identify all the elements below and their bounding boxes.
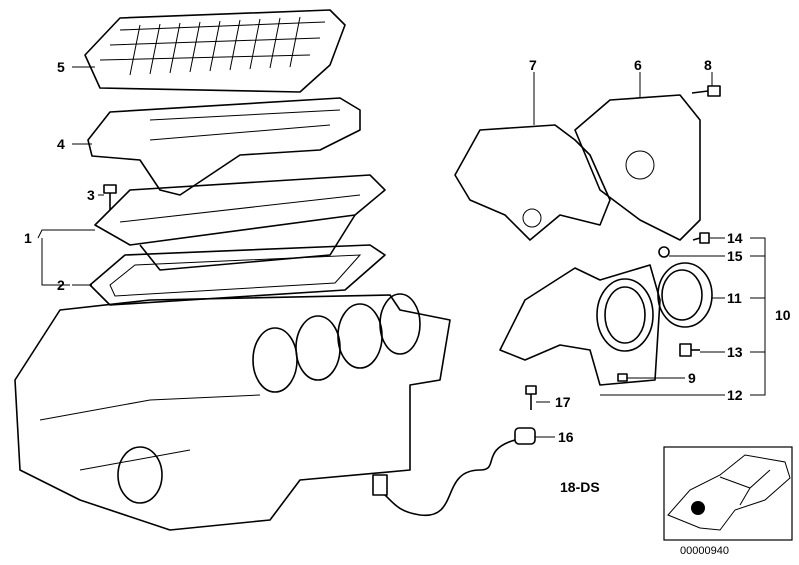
part-1-pan[interactable]	[94, 174, 386, 271]
part-7-gasket[interactable]	[454, 124, 611, 241]
callout-10: 10	[775, 307, 791, 323]
part-13-bolt[interactable]	[679, 343, 700, 357]
callout-2: 2	[57, 277, 65, 293]
part-3-bolt[interactable]	[103, 184, 117, 210]
engine-block	[14, 293, 451, 531]
thumbnail-caption: 00000940	[680, 545, 729, 557]
callout-3: 3	[87, 187, 95, 203]
part-4-cover[interactable]	[87, 97, 361, 196]
part-17-bolt[interactable]	[525, 385, 537, 410]
callout-16: 16	[558, 429, 574, 445]
vehicle-thumbnail: 00000940	[663, 446, 793, 557]
part-11-seal[interactable]	[657, 262, 713, 328]
callout-14: 14	[727, 230, 743, 246]
callout-15: 15	[727, 248, 743, 264]
callout-9: 9	[688, 370, 696, 386]
part-5-intake-cover[interactable]	[84, 9, 346, 93]
part-15-washer[interactable]	[658, 246, 670, 258]
callout-11: 11	[727, 290, 742, 306]
callout-7: 7	[529, 57, 537, 73]
part-6-gasket[interactable]	[574, 94, 701, 241]
callout-5: 5	[57, 59, 65, 75]
location-marker	[691, 501, 705, 515]
callout-8: 8	[704, 57, 712, 73]
callout-6: 6	[634, 57, 642, 73]
part-14-bolt[interactable]	[692, 232, 710, 244]
callout-4: 4	[57, 136, 65, 152]
callout-13: 13	[727, 344, 743, 360]
callout-1: 1	[24, 230, 32, 246]
part-8-bolt[interactable]	[691, 85, 721, 97]
leader-lines	[37, 66, 766, 438]
callout-17: 17	[555, 394, 571, 410]
part-9-pin[interactable]	[617, 373, 628, 382]
callout-12: 12	[727, 387, 743, 403]
part-16-knock-sensor[interactable]	[372, 427, 536, 516]
part-seal-carrier[interactable]	[499, 264, 661, 386]
diagram-code: 18-DS	[560, 479, 600, 495]
